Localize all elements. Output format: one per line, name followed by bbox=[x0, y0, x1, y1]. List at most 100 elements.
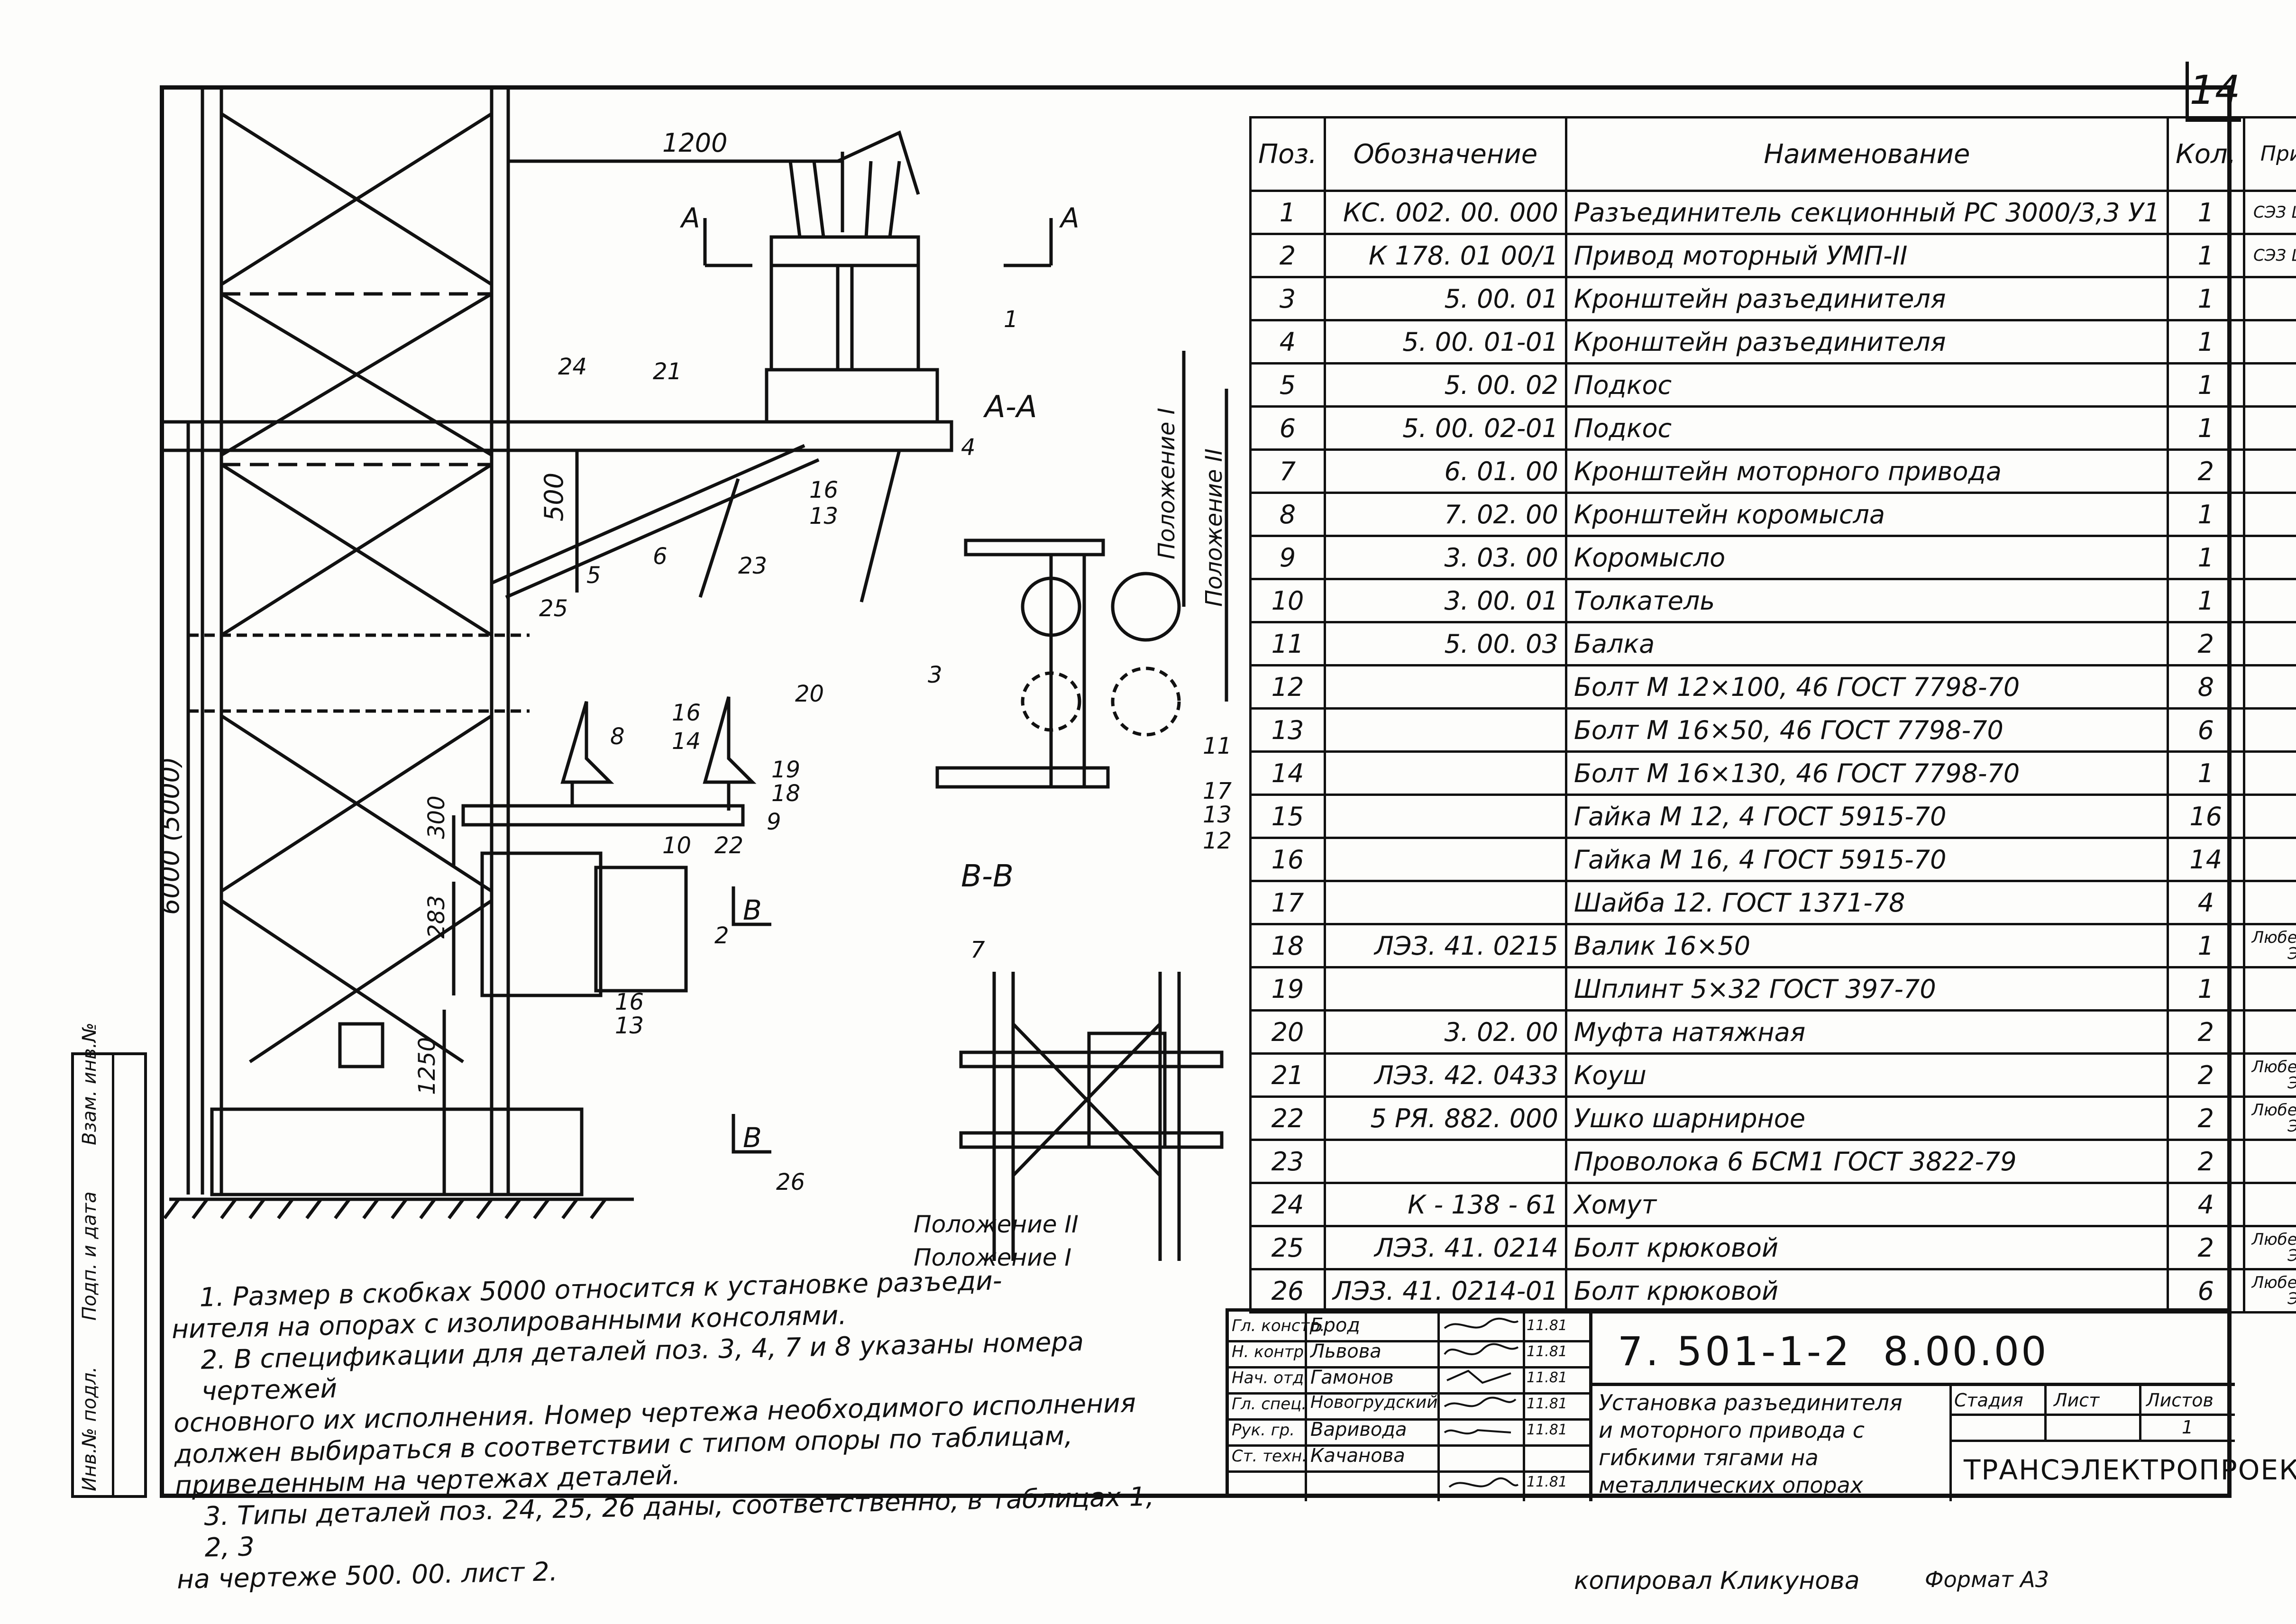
title-line: Установка разъединителя bbox=[1599, 1390, 1903, 1415]
spec-cell-designation: 5. 00. 02-01 bbox=[1323, 405, 1567, 451]
spec-cell-note: Люберецкий ЭМЗ bbox=[2242, 923, 2296, 968]
disconnector-base bbox=[765, 368, 939, 424]
spec-cell-designation: 3. 00. 01 bbox=[1323, 578, 1567, 623]
spec-cell-pos: 15 bbox=[1249, 794, 1326, 839]
spec-cell-qty: 4 bbox=[2166, 880, 2245, 925]
spec-cell-pos: 2 bbox=[1249, 233, 1326, 278]
signer-role: Гл. констр. bbox=[1232, 1316, 1325, 1335]
spec-cell-note bbox=[2242, 448, 2296, 494]
tower-break bbox=[188, 633, 530, 713]
spec-cell-designation: 5. 00. 02 bbox=[1323, 362, 1567, 408]
spec-cell-name: Коромысло bbox=[1564, 535, 2169, 580]
signer-name: Гамонов bbox=[1310, 1367, 1394, 1388]
notes: 1. Размер в скобках 5000 относится к уст… bbox=[171, 1261, 1172, 1595]
ground-hatch bbox=[163, 1197, 634, 1220]
spec-cell-designation bbox=[1323, 1139, 1567, 1184]
spec-cell-note bbox=[2242, 362, 2296, 408]
dim-500: 500 bbox=[539, 473, 569, 521]
signer-role: Ст. техн. bbox=[1232, 1447, 1308, 1466]
spec-cell-qty: 1 bbox=[2166, 492, 2245, 537]
spec-cell-designation: К 178. 01 00/1 bbox=[1323, 233, 1567, 278]
spec-cell-name: Толкатель bbox=[1564, 578, 2169, 623]
callout-11: 11 bbox=[1203, 733, 1232, 759]
spec-cell-pos: 23 bbox=[1249, 1139, 1326, 1184]
spec-cell-name: Хомут bbox=[1564, 1182, 2169, 1227]
spec-cell-qty: 1 bbox=[2166, 405, 2245, 451]
spec-cell-note: СЭЗ ЦЭ МПС bbox=[2242, 190, 2296, 235]
callout-13-lower: 13 bbox=[615, 1013, 644, 1039]
signer-name: Львова bbox=[1310, 1341, 1381, 1362]
spec-cell-note bbox=[2242, 1009, 2296, 1055]
spec-cell-name: Болт М 16×50, 46 ГОСТ 7798-70 bbox=[1564, 707, 2169, 753]
signer-name: Варивода bbox=[1310, 1419, 1407, 1441]
spec-cell-name: Кронштейн разъединителя bbox=[1564, 276, 2169, 321]
signer-name: Новогрудский bbox=[1310, 1393, 1438, 1412]
position-1-vertical: Положение I bbox=[1153, 408, 1180, 559]
spec-header-name: Наименование bbox=[1564, 116, 2169, 192]
spec-cell-qty: 2 bbox=[2166, 448, 2245, 494]
disconnector-insulator-right bbox=[850, 264, 920, 372]
spec-header-pos: Поз. bbox=[1249, 116, 1326, 192]
spec-cell-note bbox=[2242, 837, 2296, 882]
aa-bracket-3 bbox=[935, 766, 1110, 789]
spec-cell-qty: 2 bbox=[2166, 1052, 2245, 1098]
spec-cell-qty: 1 bbox=[2166, 966, 2245, 1012]
spec-cell-designation: ЛЭЗ. 41. 0214 bbox=[1323, 1225, 1567, 1270]
strut bbox=[491, 444, 820, 599]
spec-cell-qty: 2 bbox=[2166, 1139, 2245, 1184]
callout-25: 25 bbox=[539, 595, 568, 622]
signer-date: 11.81 bbox=[1527, 1474, 1567, 1490]
spec-cell-note bbox=[2242, 492, 2296, 537]
spec-cell-qty: 4 bbox=[2166, 1182, 2245, 1227]
spec-cell-designation: 5. 00. 01-01 bbox=[1323, 319, 1567, 365]
spec-cell-note bbox=[2242, 1182, 2296, 1227]
spec-cell-designation bbox=[1323, 880, 1567, 925]
spec-cell-designation: 7. 02. 00 bbox=[1323, 492, 1567, 537]
spec-cell-designation bbox=[1323, 664, 1567, 710]
spec-cell-pos: 14 bbox=[1249, 750, 1326, 796]
spec-cell-designation: 6. 01. 00 bbox=[1323, 448, 1567, 494]
spec-cell-note bbox=[2242, 621, 2296, 666]
spec-cell-pos: 16 bbox=[1249, 837, 1326, 882]
spec-cell-qty: 2 bbox=[2166, 1225, 2245, 1270]
spec-cell-name: Гайка М 16, 4 ГОСТ 5915-70 bbox=[1564, 837, 2169, 882]
spec-cell-qty: 2 bbox=[2166, 1095, 2245, 1141]
spec-cell-qty: 1 bbox=[2166, 750, 2245, 796]
specification-table: Поз. Обозначение Наименование Кол. Приме… bbox=[1249, 116, 2296, 1314]
aa-disk-left-dash bbox=[1021, 671, 1081, 732]
spec-cell-pos: 4 bbox=[1249, 319, 1326, 365]
spec-cell-designation bbox=[1323, 966, 1567, 1012]
spec-cell-pos: 21 bbox=[1249, 1052, 1326, 1098]
spec-cell-name: Разъединитель секционный РС 3000/3,3 У1 bbox=[1564, 190, 2169, 235]
foundation bbox=[210, 1107, 584, 1196]
company-name: ТРАНСЭЛЕКТРОПРОЕКТ bbox=[1964, 1454, 2296, 1486]
dim-1250: 1250 bbox=[414, 1037, 440, 1095]
spec-cell-designation bbox=[1323, 794, 1567, 839]
spec-cell-note bbox=[2242, 880, 2296, 925]
dim-6000: 6000 (5000) bbox=[160, 757, 185, 915]
spec-cell-pos: 11 bbox=[1249, 621, 1326, 666]
callout-9: 9 bbox=[767, 809, 781, 835]
bb-drive bbox=[1087, 1031, 1167, 1149]
spec-cell-note bbox=[2242, 276, 2296, 321]
spec-cell-designation: 5. 00. 01 bbox=[1323, 276, 1567, 321]
spec-cell-note bbox=[2242, 535, 2296, 580]
section-a-left-arrow bbox=[703, 218, 752, 267]
spec-cell-qty: 1 bbox=[2166, 362, 2245, 408]
drive-body bbox=[480, 851, 603, 997]
signer-role: Н. контр. bbox=[1232, 1342, 1309, 1361]
side-podp-data: Подп. и дата bbox=[79, 1191, 101, 1321]
spec-header-row: Поз. Обозначение Наименование Кол. Приме… bbox=[1249, 116, 2296, 192]
